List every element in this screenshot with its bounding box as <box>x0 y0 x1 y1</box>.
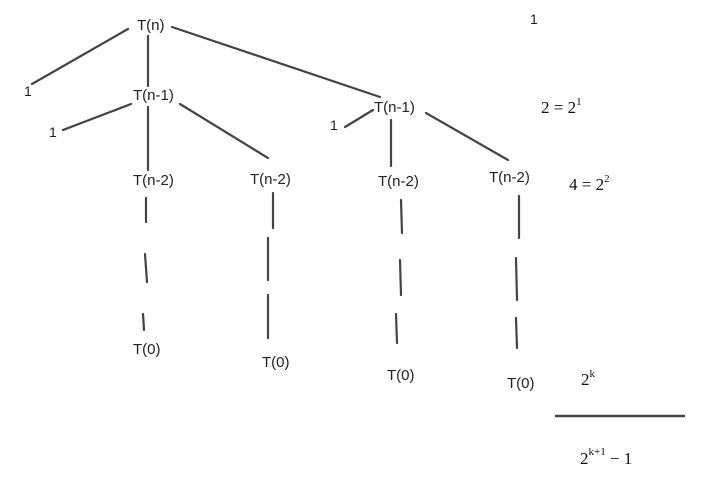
dash-branch-3 <box>398 258 403 297</box>
node-leaf: T(0) <box>387 367 415 384</box>
level-k-sum-exponent: k <box>590 368 596 380</box>
level-1-sum-base: 2 = 2 <box>541 98 576 117</box>
node-left-child: T(n-1) <box>133 87 174 104</box>
total-sum-exponent: k+1 <box>589 446 606 458</box>
dash-branch-4 <box>514 256 519 302</box>
level-1-sum-exponent: 1 <box>576 96 582 108</box>
node-leaf: T(0) <box>507 375 535 392</box>
level-2-sum-base: 4 = 2 <box>569 175 604 194</box>
total-sum-rest: − 1 <box>606 449 633 468</box>
node-right-child: T(n-1) <box>374 99 415 116</box>
level-2-sum-exponent: 2 <box>604 173 610 185</box>
edge-right-to-child-b <box>424 111 510 162</box>
edge-left-to-const <box>61 102 133 132</box>
tree-edges <box>30 25 510 172</box>
node-grandchild: T(n-2) <box>489 169 530 186</box>
dash-branch-1 <box>141 312 146 332</box>
total-sum: 2k+1 − 1 <box>580 446 632 468</box>
node-grandchild: T(n-2) <box>378 173 419 190</box>
level-2-sum: 4 = 22 <box>569 173 610 194</box>
node-root: T(n) <box>137 17 165 34</box>
dash-branch-4 <box>514 316 519 350</box>
node-grandchild: T(n-2) <box>250 171 291 188</box>
level-0-sum: 1 <box>530 11 538 27</box>
root-constant-cost: 1 <box>24 83 32 99</box>
node-grandchild: T(n-2) <box>133 172 174 189</box>
level-k-sum-base: 2 <box>581 370 590 389</box>
edge-root-to-const <box>30 27 130 86</box>
edge-root-to-right-child <box>170 25 382 99</box>
node-leaf: T(0) <box>262 354 290 371</box>
node-leaf: T(0) <box>133 341 161 358</box>
dashed-continuations <box>141 191 521 350</box>
dash-branch-1 <box>143 252 149 284</box>
right-child-constant-cost: 1 <box>330 117 338 133</box>
level-k-sum: 2k <box>581 368 596 389</box>
edge-right-to-const <box>343 108 375 129</box>
edge-left-to-child-b <box>178 102 270 160</box>
left-child-constant-cost: 1 <box>49 124 57 140</box>
level-1-sum: 2 = 21 <box>541 96 582 117</box>
dash-branch-3 <box>394 312 399 345</box>
dash-branch-3 <box>399 198 404 235</box>
total-sum-base: 2 <box>580 449 589 468</box>
